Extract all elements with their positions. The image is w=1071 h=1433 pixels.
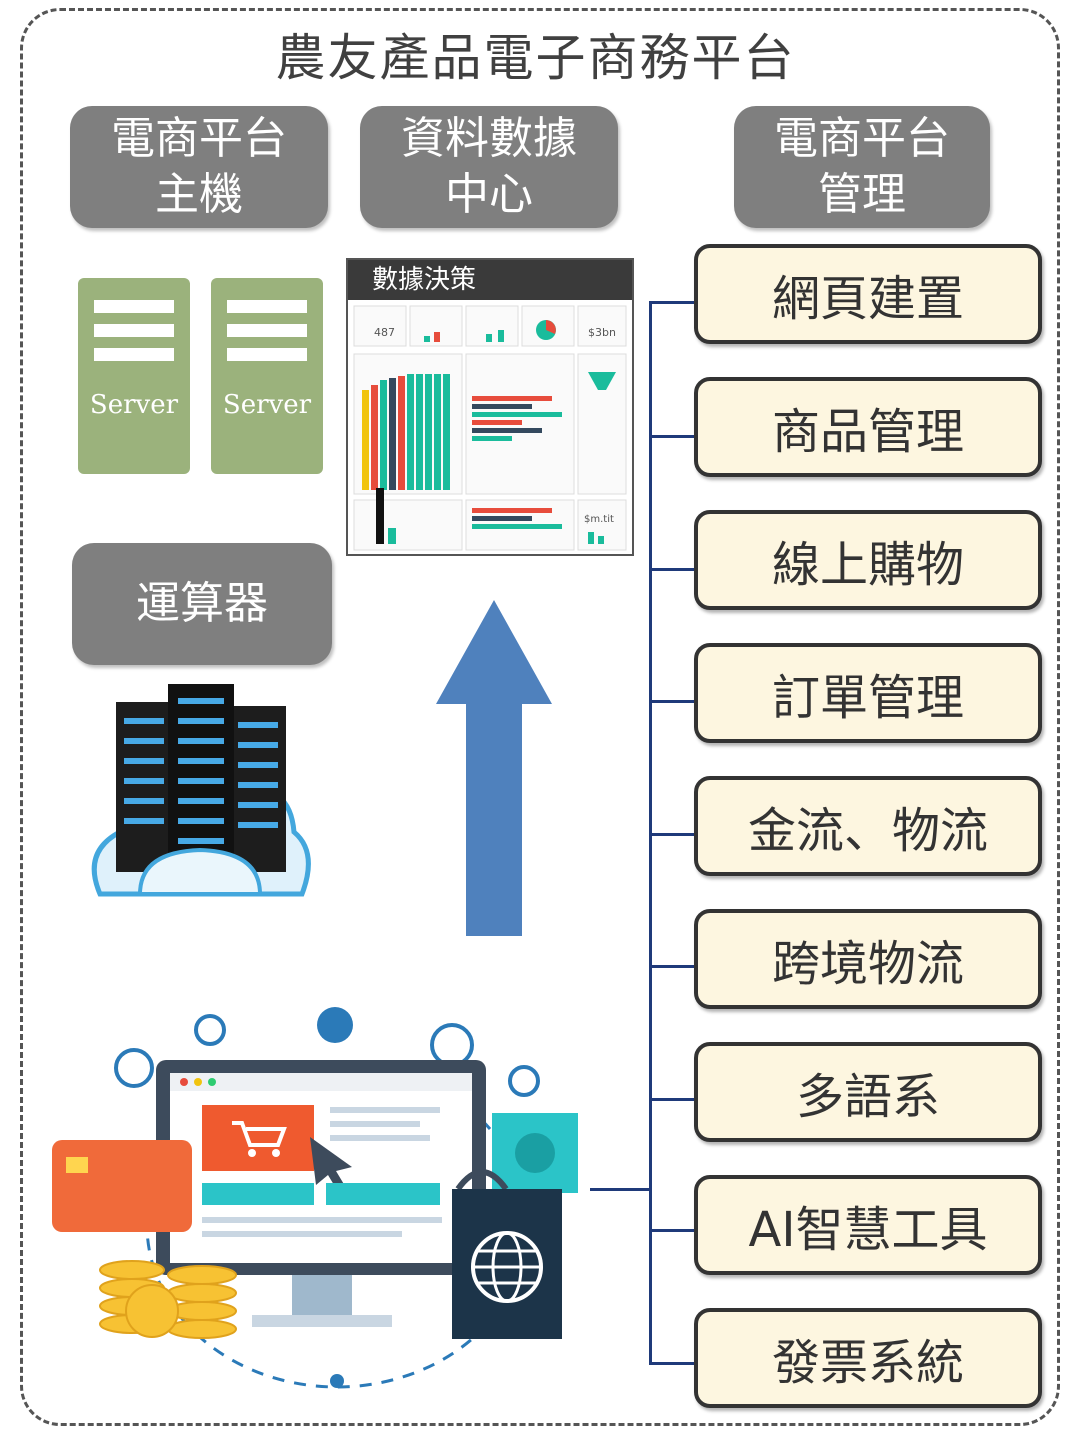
connector-line <box>649 301 652 1364</box>
connector-line <box>649 700 695 703</box>
dashboard-charts-icon: 487 $3bn $m.tit <box>353 305 627 551</box>
connector-line <box>649 435 695 438</box>
management-item-payment-logistics: 金流、物流 <box>694 776 1042 876</box>
connector-line <box>649 833 695 836</box>
compute-box-label: 運算器 <box>136 578 268 629</box>
server-icon: Server <box>211 278 323 474</box>
cloud-server-icon <box>91 684 311 897</box>
ecommerce-illustration-icon <box>52 1007 578 1389</box>
management-item-invoice: 發票系統 <box>694 1308 1042 1408</box>
connector-line <box>649 301 695 304</box>
dashboard-thumbnail: 數據決策 487 $3bn $m.ti <box>346 258 634 556</box>
connector-line <box>590 1188 650 1191</box>
management-box-line1: 電商平台 <box>774 113 950 164</box>
management-box: 電商平台 管理 <box>734 106 990 228</box>
compute-box: 運算器 <box>72 543 332 665</box>
connector-line <box>649 1362 695 1365</box>
management-box-line2: 管理 <box>818 169 906 220</box>
management-item-product: 商品管理 <box>694 377 1042 477</box>
data-center-box-line2: 中心 <box>445 169 533 220</box>
server-label: Server <box>222 390 312 420</box>
up-arrow-icon <box>436 600 552 936</box>
management-item-web-build: 網頁建置 <box>694 244 1042 344</box>
kpi-value: $m.tit <box>584 514 614 525</box>
host-box-line2: 主機 <box>155 169 243 220</box>
kpi-value: $3bn <box>588 326 616 339</box>
diagram-title: 農友產品電子商務平台 <box>275 29 796 87</box>
management-item-order: 訂單管理 <box>694 643 1042 743</box>
connector-line <box>649 1229 695 1232</box>
host-box-line1: 電商平台 <box>111 113 287 164</box>
dashboard-header: 數據決策 <box>348 260 632 300</box>
connector-line <box>649 965 695 968</box>
data-center-box-line1: 資料數據 <box>401 113 577 164</box>
management-item-cross-border: 跨境物流 <box>694 909 1042 1009</box>
host-box: 電商平台 主機 <box>70 106 328 228</box>
data-center-box: 資料數據 中心 <box>360 106 618 228</box>
connector-line <box>649 1098 695 1101</box>
management-item-multilingual: 多語系 <box>694 1042 1042 1142</box>
kpi-value: 487 <box>374 326 395 339</box>
platform-frame <box>20 8 1060 1426</box>
connector-line <box>649 568 695 571</box>
management-item-ai-tools: AI智慧工具 <box>694 1175 1042 1275</box>
management-item-online-shopping: 線上購物 <box>694 510 1042 610</box>
server-icon: Server <box>78 278 190 474</box>
server-label: Server <box>89 390 179 420</box>
